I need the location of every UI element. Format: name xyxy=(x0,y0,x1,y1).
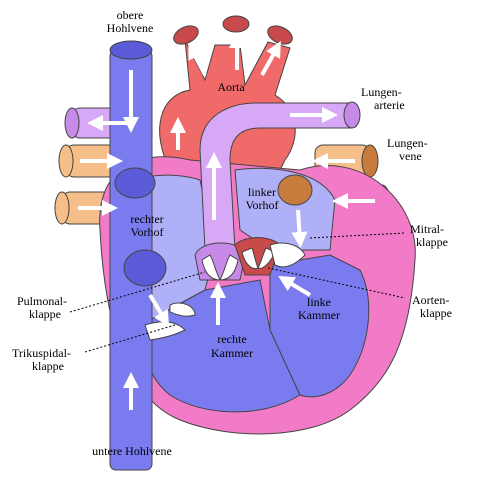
flow-arrows xyxy=(78,32,375,410)
label-aortic-valve-1: Aorten- xyxy=(412,293,449,307)
label-aortic-valve-2: klappe xyxy=(420,306,452,320)
label-right-ventricle-1: rechte xyxy=(217,332,246,346)
label-mitral-valve-2: klappe xyxy=(416,235,448,249)
arrow-left-ventricle xyxy=(278,275,312,297)
label-superior-vena-cava-2: Hohlvene xyxy=(107,21,154,35)
label-tricuspid-valve-1: Trikuspidal- xyxy=(12,346,71,360)
label-pulmonary-valve-2: klappe xyxy=(29,307,61,321)
leader-lines xyxy=(69,232,406,353)
label-left-ventricle-1: linke xyxy=(307,295,331,309)
mitral-valve xyxy=(269,242,306,268)
label-pulmonary-artery-2: arterie xyxy=(374,98,405,112)
aortic-valve xyxy=(234,237,281,276)
label-aorta: Aorta xyxy=(217,80,245,94)
pulmonary-vein-opening xyxy=(277,174,313,206)
arrow-aorta-up-left xyxy=(188,42,207,76)
label-right-ventricle-2: Kammer xyxy=(211,346,253,360)
label-inferior-vena-cava: untere Hohlvene xyxy=(92,444,172,458)
arrow-left-atrium-down xyxy=(291,209,308,248)
label-tricuspid-valve-2: klappe xyxy=(32,359,64,373)
leader-aortic xyxy=(267,267,406,299)
leader-pulmonal xyxy=(69,271,206,313)
label-left-atrium-1: linker xyxy=(248,185,276,199)
label-pulmonary-artery-1: Lungen- xyxy=(361,85,402,99)
labels: obere Hohlvene Aorta Lungen- arterie Lun… xyxy=(12,8,452,458)
label-superior-vena-cava-1: obere xyxy=(117,8,144,22)
pulmonary-valve xyxy=(194,242,246,281)
arrow-right-atrium-down xyxy=(148,293,170,327)
label-pulmonary-valve-1: Pulmonal- xyxy=(17,294,67,308)
label-pulmonary-vein-1: Lungen- xyxy=(387,136,428,150)
arrow-aorta-up-right xyxy=(260,41,281,76)
label-right-atrium-2: Vorhof xyxy=(130,225,163,239)
label-left-atrium-2: Vorhof xyxy=(245,198,278,212)
label-mitral-valve-1: Mitral- xyxy=(410,222,444,236)
label-right-atrium-1: rechter xyxy=(130,212,163,226)
label-left-ventricle-2: Kammer xyxy=(298,308,340,322)
label-pulmonary-vein-2: vene xyxy=(399,149,422,163)
